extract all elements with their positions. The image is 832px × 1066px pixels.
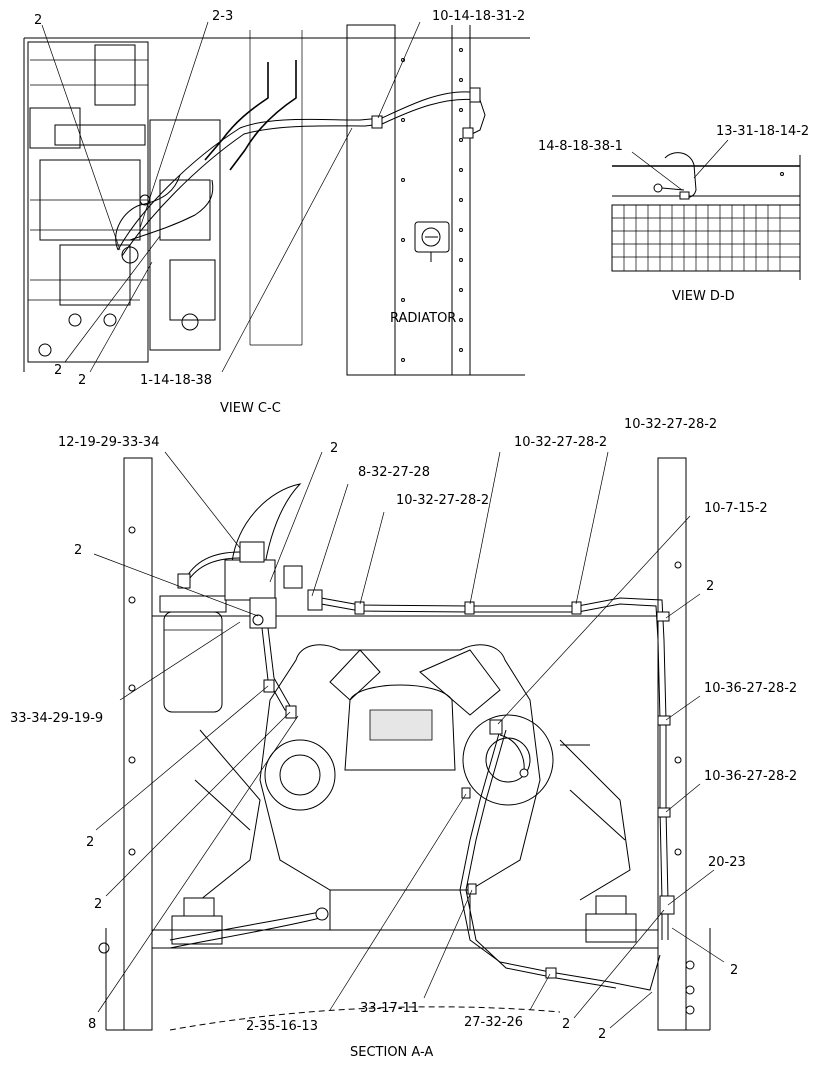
harness-clip-5 bbox=[657, 715, 671, 726]
leader-lines-a bbox=[93, 451, 725, 1029]
callout-a16: 2 bbox=[730, 963, 738, 978]
fuel-filter bbox=[159, 595, 227, 713]
callout-c5: 2 bbox=[78, 373, 86, 388]
callout-a14: 2 bbox=[94, 897, 102, 912]
harness-clip-6 bbox=[657, 807, 671, 818]
callout-a13: 2 bbox=[86, 835, 94, 850]
callout-a9: 2 bbox=[706, 579, 714, 594]
engine-block bbox=[171, 644, 637, 945]
callout-a21: 2 bbox=[562, 1017, 570, 1032]
wire-harness-c bbox=[115, 87, 486, 257]
callout-a8: 10-7-15-2 bbox=[704, 501, 768, 516]
callout-a18: 2-35-16-13 bbox=[246, 1019, 318, 1034]
callout-a15: 20-23 bbox=[708, 855, 746, 870]
sensor-cluster bbox=[177, 541, 303, 629]
section-a-a: 12-19-29-33-34 2 8-32-27-28 10-32-27-28-… bbox=[10, 417, 797, 1060]
radiator-core bbox=[249, 24, 525, 376]
dd-clip bbox=[679, 191, 690, 200]
harness-connector bbox=[469, 87, 481, 103]
harness-clip bbox=[371, 115, 383, 129]
callout-a6: 10-32-27-28-2 bbox=[624, 417, 717, 432]
view-c-c: 2 2-3 10-14-18-31-2 2 2 1-14-18-38 RADIA… bbox=[23, 9, 530, 416]
callout-a11: 10-36-27-28-2 bbox=[704, 681, 797, 696]
harness-clip-3 bbox=[571, 601, 582, 615]
wire-harness-a bbox=[169, 589, 675, 991]
callout-a4: 10-32-27-28-2 bbox=[396, 493, 489, 508]
callout-c6: 1-14-18-38 bbox=[140, 373, 212, 388]
callout-c2: 2-3 bbox=[212, 9, 233, 24]
callout-a17: 8 bbox=[88, 1017, 96, 1032]
radiator-grid bbox=[611, 204, 801, 272]
callout-a19: 33-17-11 bbox=[360, 1001, 419, 1016]
callout-d1: 14-8-18-38-1 bbox=[538, 139, 623, 154]
radiator-label: RADIATOR bbox=[390, 311, 456, 326]
callout-a22: 2 bbox=[598, 1027, 606, 1042]
view-d-d: 14-8-18-38-1 13-31-18-14-2 VIEW D-D bbox=[538, 124, 809, 304]
callout-a1: 12-19-29-33-34 bbox=[58, 435, 159, 450]
callout-a3: 8-32-27-28 bbox=[358, 465, 430, 480]
callout-a5: 10-32-27-28-2 bbox=[514, 435, 607, 450]
callout-c1: 2 bbox=[34, 13, 42, 28]
callout-a2: 2 bbox=[330, 441, 338, 456]
callout-a7: 2 bbox=[74, 543, 82, 558]
harness-connector-1 bbox=[659, 895, 675, 915]
harness-clip-2 bbox=[464, 601, 475, 615]
harness-clip-7 bbox=[545, 967, 557, 979]
leader-lines-c bbox=[41, 21, 421, 373]
callout-a12: 10-36-27-28-2 bbox=[704, 769, 797, 784]
view-c-c-title: VIEW C-C bbox=[220, 401, 281, 416]
callout-d2: 13-31-18-14-2 bbox=[716, 124, 809, 139]
section-a-a-title: SECTION A-A bbox=[350, 1045, 433, 1060]
callout-a10: 33-34-29-19-9 bbox=[10, 711, 103, 726]
harness-clip-4 bbox=[656, 611, 670, 622]
callout-c4: 2 bbox=[54, 363, 62, 378]
harness-clip-1 bbox=[354, 601, 365, 615]
view-d-d-title: VIEW D-D bbox=[672, 289, 735, 304]
callout-a20: 27-32-26 bbox=[464, 1015, 523, 1030]
callout-c3: 10-14-18-31-2 bbox=[432, 9, 525, 24]
engine-side-machinery bbox=[27, 41, 297, 363]
